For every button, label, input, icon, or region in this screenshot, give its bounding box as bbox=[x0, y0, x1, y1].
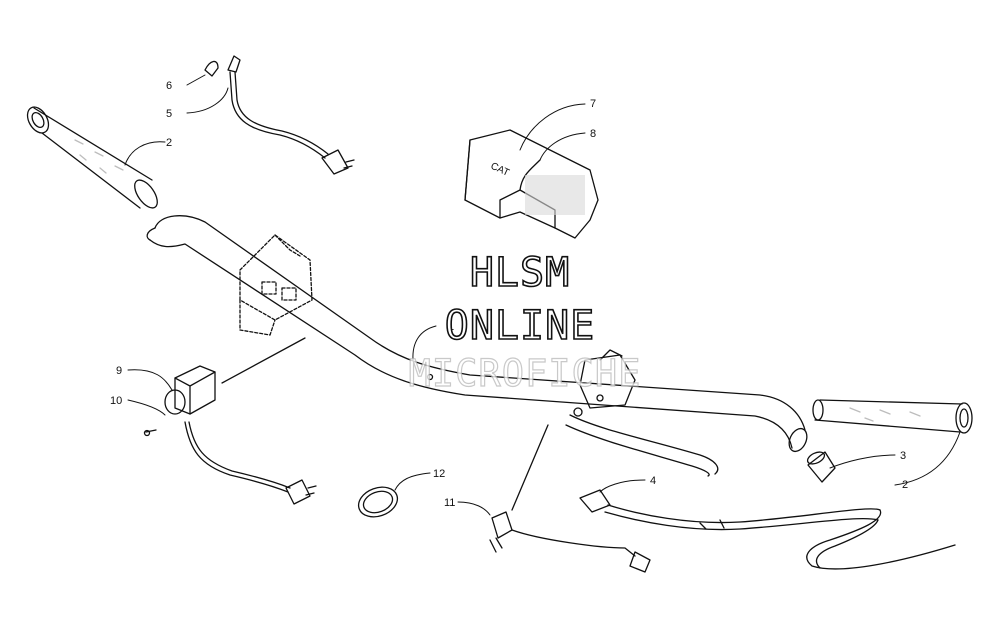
callout-10: 10 bbox=[110, 395, 122, 407]
brake-switch bbox=[489, 424, 651, 573]
hood-cover: CAT bbox=[464, 129, 599, 239]
end-plug bbox=[806, 451, 836, 483]
callout-3: 3 bbox=[900, 450, 906, 462]
callout-6: 6 bbox=[166, 80, 172, 92]
right-grip bbox=[812, 399, 973, 434]
throttle-harness bbox=[579, 489, 956, 570]
callout-11: 11 bbox=[444, 497, 455, 509]
left-grip bbox=[26, 106, 158, 209]
callout-2-left: 2 bbox=[166, 137, 172, 149]
svg-text:CAT: CAT bbox=[489, 161, 511, 179]
switch-housing bbox=[143, 337, 317, 505]
callout-12: 12 bbox=[433, 468, 445, 480]
leader-lines bbox=[124, 74, 961, 516]
callout-labels: 1 2 2 3 4 5 6 7 8 9 10 11 12 bbox=[110, 80, 908, 509]
watermark-line-1: HLSM bbox=[469, 249, 571, 297]
callout-9: 9 bbox=[116, 365, 122, 377]
callout-8: 8 bbox=[590, 128, 596, 140]
watermark-line-2: ONLINE bbox=[444, 302, 596, 350]
callout-2-right: 2 bbox=[902, 479, 908, 491]
callout-5: 5 bbox=[166, 108, 172, 120]
callout-4: 4 bbox=[650, 475, 656, 487]
handlebar bbox=[146, 215, 808, 453]
callout-7: 7 bbox=[590, 98, 596, 110]
callout-1: 1 bbox=[448, 321, 454, 333]
retaining-ring bbox=[357, 486, 399, 518]
brake-lever-assembly bbox=[565, 349, 719, 477]
throttle-bracket bbox=[239, 234, 313, 336]
watermark-line-3: MICROFICHE bbox=[408, 351, 642, 395]
grip-heater-harness bbox=[204, 55, 355, 175]
